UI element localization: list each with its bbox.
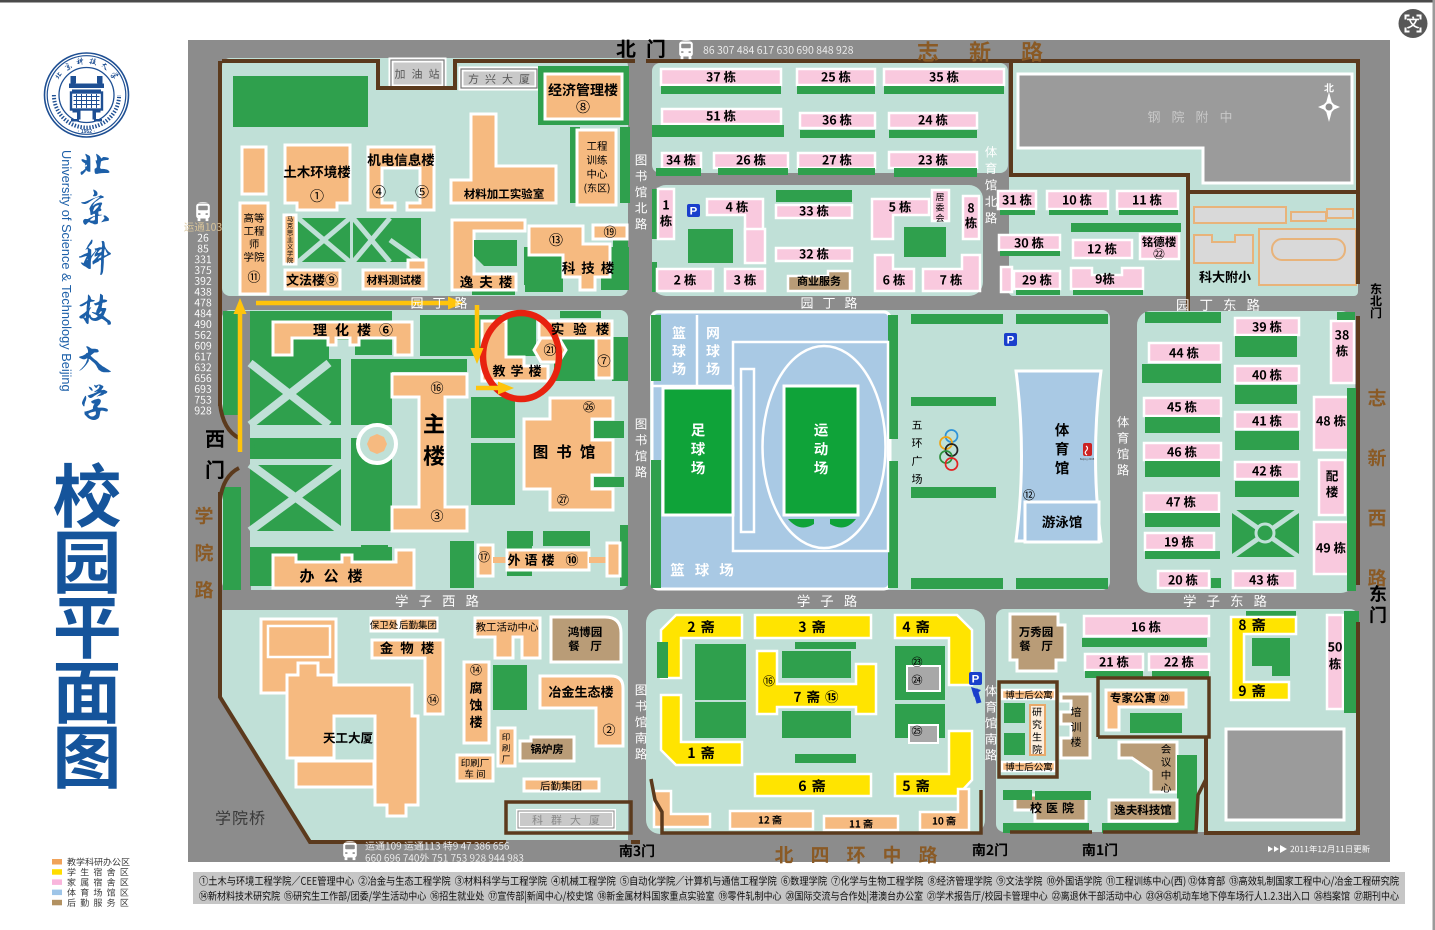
svg-text:P: P: [690, 206, 698, 218]
svg-text:Beijing 2008: Beijing 2008: [1080, 457, 1095, 461]
svg-text:· 1952 ·: · 1952 ·: [78, 129, 96, 135]
svg-text:University of Science & Techno: University of Science & Technology Beiji…: [59, 150, 74, 392]
svg-text:P: P: [972, 674, 980, 686]
svg-text:P: P: [1007, 335, 1015, 347]
